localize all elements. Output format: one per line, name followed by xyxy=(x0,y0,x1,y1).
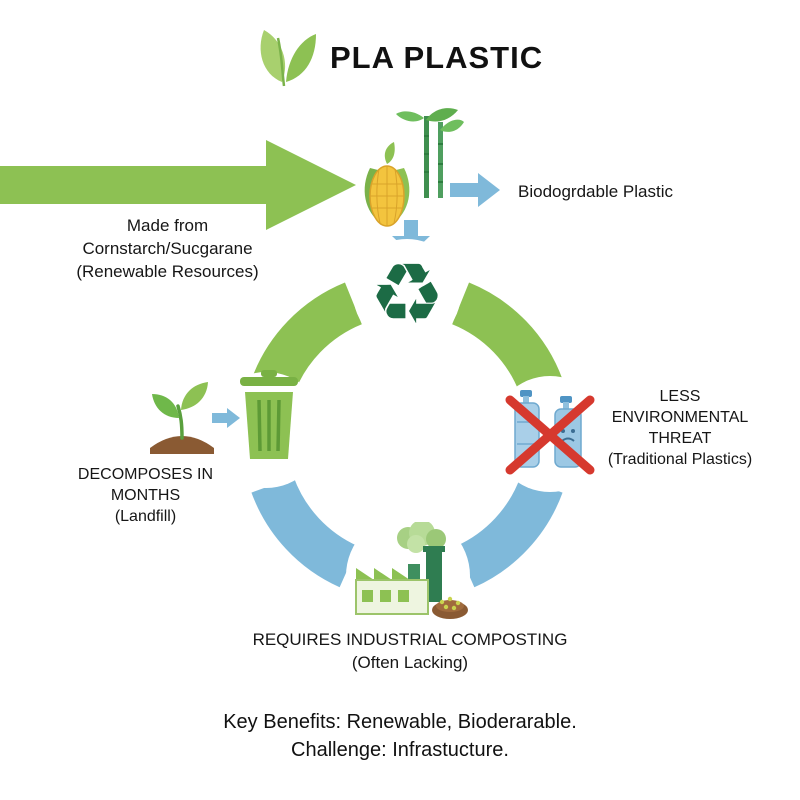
sprout-icon xyxy=(150,382,214,454)
key-benefits-text: Key Benefits: Renewable, Bioderarable. C… xyxy=(150,708,650,764)
smoke-puffs xyxy=(397,522,446,553)
composting-line-2: (Often Lacking) xyxy=(351,653,469,672)
less-threat-line-2: ENVIRONMENTAL xyxy=(611,409,749,426)
ring-gap-top xyxy=(353,239,461,347)
composting-label: REQUIRES INDUSTRIAL COMPOSTING (Often La… xyxy=(160,628,660,674)
red-cross-icon xyxy=(505,395,595,475)
made-from-line-1: Made from xyxy=(126,216,209,235)
decomposes-label: DECOMPOSES IN MONTHS (Landfill) xyxy=(48,464,243,527)
trash-can-icon xyxy=(240,370,298,459)
key-benefits-line-1: Key Benefits: Renewable, Bioderarable. xyxy=(223,711,577,733)
page-title: PLA PLASTIC xyxy=(330,40,544,75)
decomposes-line-1: DECOMPOSES IN xyxy=(77,466,214,483)
made-from-label: Made from Cornstarch/Sucgarane (Renewabl… xyxy=(25,214,310,283)
sugarcane-stalks xyxy=(396,108,464,198)
biodegradable-label: Biodogrdable Plastic xyxy=(518,182,673,201)
corn-sugarcane-icon xyxy=(364,108,464,227)
less-threat-line-3: THREAT xyxy=(648,430,712,447)
decomposes-line-3: (Landfill) xyxy=(114,508,177,525)
arrow-right-icon xyxy=(450,173,500,207)
leaf-icon xyxy=(260,30,316,87)
arrow-down-icon xyxy=(392,220,430,254)
less-threat-line-4: (Traditional Plastics) xyxy=(607,451,753,468)
less-threat-label: LESS ENVIRONMENTAL THREAT (Traditional P… xyxy=(585,386,775,470)
small-arrow-right-icon xyxy=(212,408,240,428)
corn-cob xyxy=(364,142,410,227)
factory-composting-icon xyxy=(355,522,468,619)
plastic-bottles-crossed-icon xyxy=(505,390,595,475)
made-from-line-3: (Renewable Resources) xyxy=(76,262,259,281)
less-threat-line-1: LESS xyxy=(659,388,701,405)
green-source-arrow xyxy=(0,140,356,230)
made-from-line-2: Cornstarch/Sucgarane xyxy=(82,239,253,258)
compost-pile xyxy=(432,596,468,619)
recycle-icon: ♻ xyxy=(369,247,445,341)
composting-line-1: REQUIRES INDUSTRIAL COMPOSTING xyxy=(252,630,568,649)
key-benefits-line-2: Challenge: Infrastucture. xyxy=(291,739,509,761)
decomposes-line-2: MONTHS xyxy=(110,487,181,504)
